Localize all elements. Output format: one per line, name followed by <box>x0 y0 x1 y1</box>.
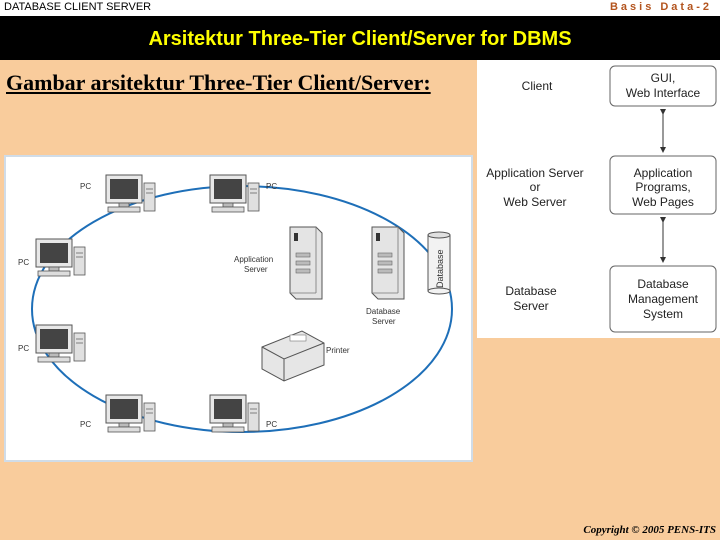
network-diagram-svg: PC PC PC PC PC PC Application Server Dat… <box>18 174 453 433</box>
pc-icon <box>35 324 86 363</box>
three-tier-diagram: Client Application Server or Web Server … <box>477 60 720 338</box>
application-server-icon <box>289 226 323 300</box>
pc-label: PC <box>18 258 29 267</box>
three-tier-diagram-svg: Client Application Server or Web Server … <box>486 65 717 333</box>
network-diagram: PC PC PC PC PC PC Application Server Dat… <box>4 155 473 462</box>
app-box-text: Application <box>634 166 693 180</box>
printer-label: Printer <box>326 346 350 355</box>
header-course-title: DATABASE CLIENT SERVER <box>4 1 152 13</box>
db-server-label: Server <box>372 317 396 326</box>
pc-icon <box>105 174 156 213</box>
app-box-text: Programs, <box>635 180 690 194</box>
dbms-box-text: System <box>643 307 683 321</box>
top-bar: DATABASE CLIENT SERVER Basis Data-2 <box>0 0 720 16</box>
app-server-label: Application <box>234 255 273 264</box>
app-box-text: Web Pages <box>632 195 694 209</box>
client-box-text: GUI, <box>651 71 676 85</box>
database-cylinder-icon: Database <box>427 231 451 295</box>
tier-app-label: Application Server <box>486 166 583 180</box>
copyright-footer: Copyright © 2005 PENS-ITS <box>583 524 716 536</box>
pc-label: PC <box>18 344 29 353</box>
database-label: Database <box>435 249 445 288</box>
header-subject: Basis Data-2 <box>609 1 712 13</box>
printer-icon <box>261 330 325 382</box>
client-box-text: Web Interface <box>626 86 701 100</box>
tier-db-label: Database <box>505 284 557 298</box>
db-server-label: Database <box>366 307 401 316</box>
dbms-box <box>609 265 717 333</box>
pc-icon <box>105 394 156 433</box>
pc-label: PC <box>80 420 91 429</box>
pc-label: PC <box>266 420 277 429</box>
dbms-box-text: Management <box>628 292 699 306</box>
pc-icon <box>209 394 260 433</box>
app-server-label: Server <box>244 265 268 274</box>
pc-label: PC <box>266 182 277 191</box>
database-server-icon <box>371 226 405 300</box>
tier-app-label: Web Server <box>503 195 566 209</box>
tier-client-label: Client <box>522 79 553 93</box>
title-bar: Arsitektur Three-Tier Client/Server for … <box>0 16 720 60</box>
tier-app-label: or <box>530 180 541 194</box>
slide-subtitle: Gambar arsitektur Three-Tier Client/Serv… <box>6 70 431 95</box>
pc-label: PC <box>80 182 91 191</box>
app-box <box>609 155 717 215</box>
slide-title: Arsitektur Three-Tier Client/Server for … <box>148 28 572 50</box>
tier-db-label: Server <box>513 299 548 313</box>
dbms-box-text: Database <box>637 277 689 291</box>
client-box <box>609 65 717 107</box>
pc-icon <box>209 174 260 213</box>
